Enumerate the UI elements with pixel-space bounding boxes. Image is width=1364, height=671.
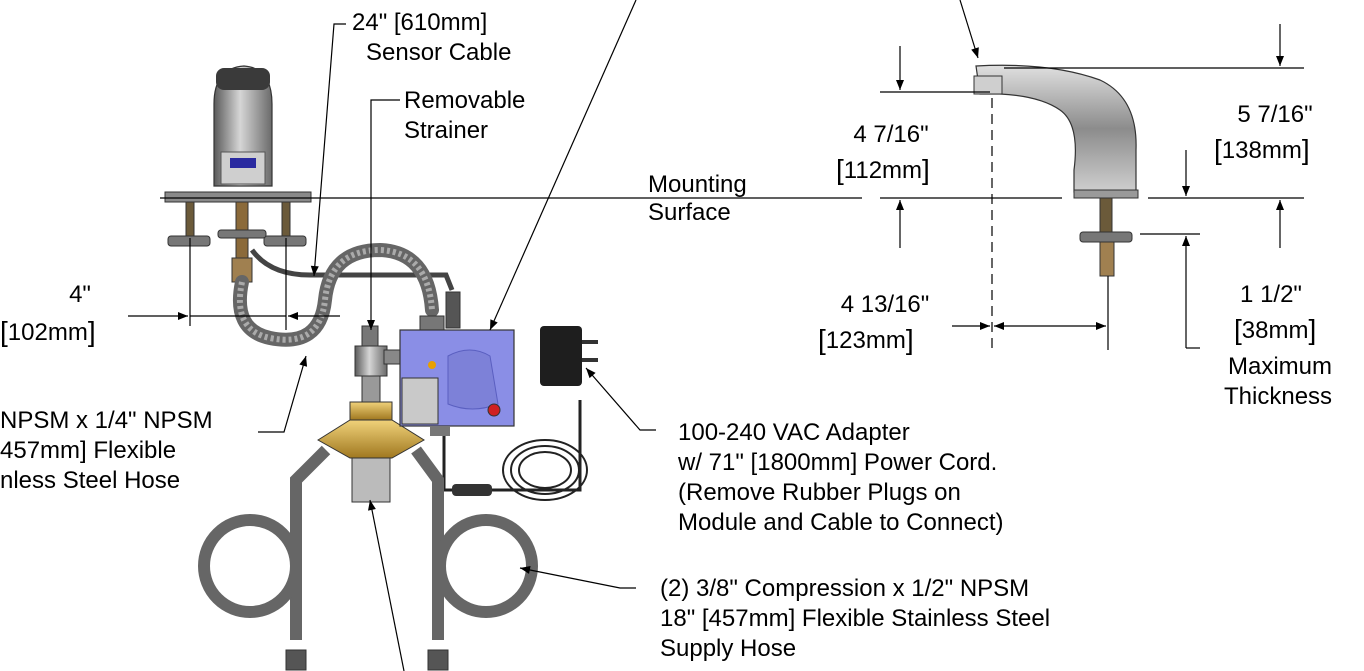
dimension-lines: [128, 24, 1304, 350]
spacing-dim-inches: 4": [69, 281, 91, 308]
mounting-label-line1: Mounting: [648, 171, 747, 198]
sensor-cable-label-length: 24" [610mm]: [352, 9, 488, 36]
total-dim-mm-wrap: [138mm]: [1214, 134, 1310, 165]
strainer-valve-assembly: [317, 325, 425, 503]
reach-dim-mm-wrap: [123mm]: [818, 324, 914, 355]
height-dim-inches: 4 7/16": [853, 121, 929, 148]
hose-label-line3: nless Steel Hose: [0, 467, 181, 494]
supply-hose-label-line2: 18" [457mm] Flexible Stainless Steel: [660, 605, 1051, 632]
sensor-cable: [249, 248, 455, 291]
height-dim-mm-wrap: [112mm]: [836, 154, 930, 185]
leader-lines: [258, 0, 979, 671]
hose-label-line1: NPSM x 1/4" NPSM: [0, 407, 213, 434]
reach-dim-inches: 4 13/16": [840, 291, 930, 318]
strainer-label-line2: Strainer: [404, 117, 489, 144]
height-dim-mm: 112mm: [843, 157, 923, 184]
adapter-label-line1: 100-240 VAC Adapter: [678, 419, 910, 446]
thickness-dim-mm: 38mm: [1241, 317, 1309, 344]
sensor-cable-label-name: Sensor Cable: [366, 39, 512, 66]
adapter-label-line4: Module and Cable to Connect): [678, 509, 1004, 536]
supply-hose-label-line3: Supply Hose: [660, 635, 797, 662]
control-module: [399, 291, 515, 436]
power-adapter-assembly: [442, 326, 598, 501]
supply-hoses: [198, 445, 538, 671]
mounting-label-line2: Surface: [648, 199, 731, 226]
thickness-dim-mm-wrap: [38mm]: [1234, 314, 1317, 345]
hose-label-line2: 457mm] Flexible: [0, 437, 177, 464]
total-dim-inches: 5 7/16": [1237, 101, 1313, 128]
side-view-faucet: [973, 64, 1139, 277]
spacing-dim-mm-wrap: [102mm]: [0, 316, 96, 347]
total-dim-mm: 138mm: [1221, 137, 1302, 164]
supply-hose-label-line1: (2) 3/8" Compression x 1/2" NPSM: [660, 575, 1030, 602]
adapter-label-line3: (Remove Rubber Plugs on: [678, 479, 961, 506]
max-thickness-label-line2: Thickness: [1224, 383, 1333, 410]
reach-dim-mm: 123mm: [825, 327, 906, 354]
front-view-faucet: [164, 65, 312, 283]
spacing-dim-mm: 102mm: [7, 319, 88, 346]
thickness-dim-inches: 1 1/2": [1240, 281, 1302, 308]
max-thickness-label-line1: Maximum: [1228, 353, 1333, 380]
adapter-label-line2: w/ 71" [1800mm] Power Cord.: [678, 449, 998, 476]
strainer-label-line1: Removable: [404, 87, 526, 114]
